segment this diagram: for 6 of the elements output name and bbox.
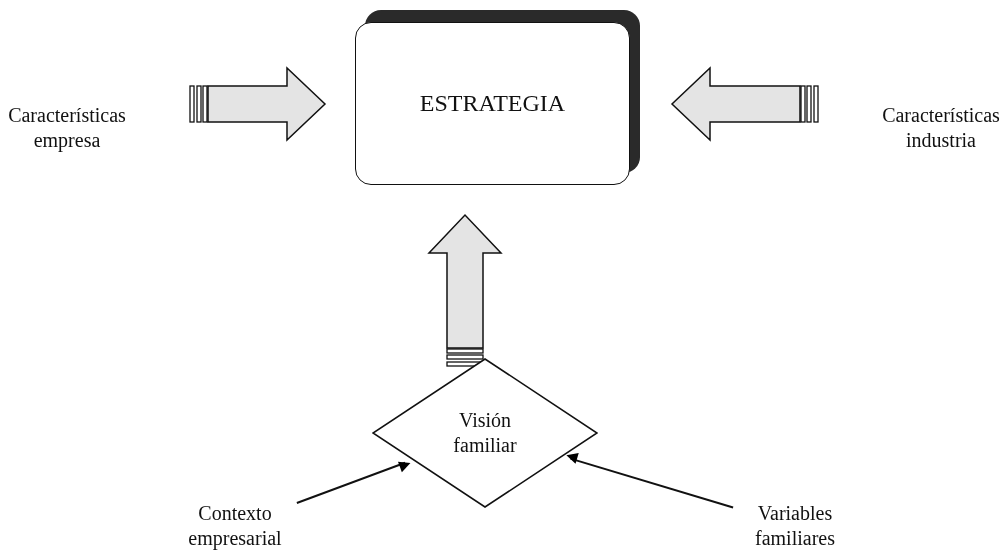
factor-label: Contexto empresarial: [187, 501, 283, 551]
factor-label: Variables familiares: [754, 501, 836, 551]
factor-label: Características empresa: [7, 103, 127, 153]
factor-label: Características industria: [881, 103, 1001, 153]
diamond-label: Visión familiar: [452, 408, 518, 458]
box-title: ESTRATEGIA: [419, 91, 566, 116]
